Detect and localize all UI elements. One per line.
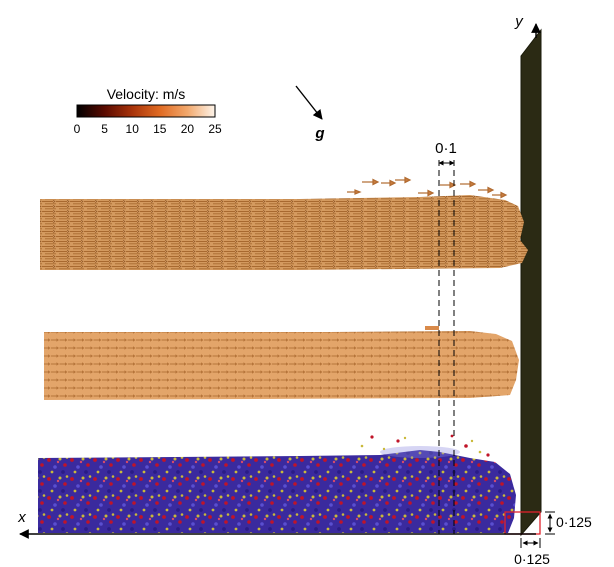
corner-dimensions [520,511,555,548]
legend-tick-label: 15 [153,122,167,136]
gap-dimension [438,160,455,534]
gravity-label: g [314,125,324,142]
gravity-indicator: g [295,85,325,142]
particle-cloud [38,450,516,533]
legend-title: Velocity: m/s [107,86,186,102]
velocity-field-arrows [44,331,519,400]
legend-tick-marks: 0 5 10 15 20 25 [74,122,222,136]
y-axis-label: y [514,13,524,30]
legend-tick-label: 25 [208,122,222,136]
splash-arrows [347,176,508,199]
corner-height-label: 0·125 [556,514,592,530]
colorbar [76,104,216,118]
velocity-panel-top [40,176,528,270]
velocity-field-streaks [40,195,528,270]
particle-panel-bottom [38,434,541,535]
arrow-diagonal-down-right-icon [295,85,323,120]
legend-tick-label: 10 [126,122,140,136]
x-axis-label: x [17,509,26,526]
legend-tick-label: 0 [74,122,81,136]
gap-width-label: 0·1 [435,140,457,157]
corner-width-label: 0·125 [514,551,550,567]
legend-tick-label: 5 [101,122,108,136]
legend-tick-label: 20 [181,122,195,136]
velocity-panel-middle [44,326,519,400]
wall [520,28,542,537]
velocity-legend: Velocity: m/s 0 5 10 15 20 25 [74,86,222,136]
